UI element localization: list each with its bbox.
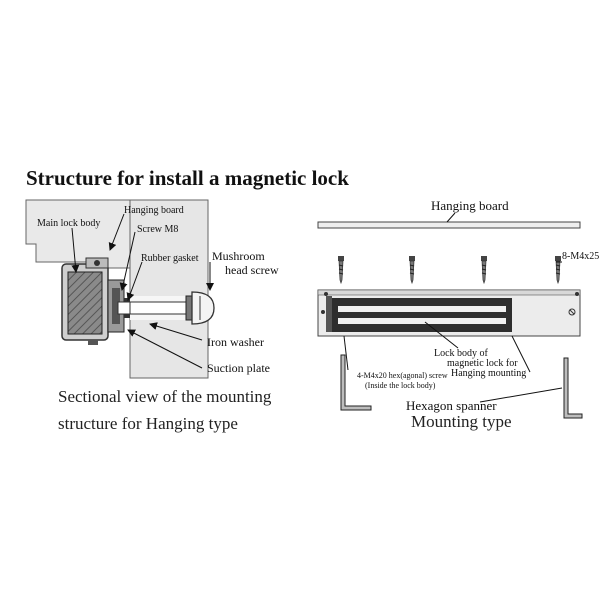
caption-line2: structure for Hanging type — [58, 414, 238, 433]
label-hex-screw-line1: 4-M4x20 hex(agonal) screw — [357, 371, 448, 380]
label-lock-body-line3: Hanging mounting — [451, 368, 526, 379]
mushroom-head-screw-shape — [191, 291, 215, 325]
screw-icon — [481, 256, 487, 285]
label-lock-body-line2: magnetic lock for — [447, 358, 518, 369]
hexagon-spanner-icon — [563, 357, 583, 419]
label-hex-spanner: Hexagon spanner — [406, 398, 497, 413]
label-hanging-board-right: Hanging board — [431, 198, 509, 213]
sectional-view-caption: Sectional view of the mounting structure… — [58, 383, 318, 437]
label-screw-m8: Screw M8 — [137, 224, 178, 235]
sectional-view-diagram: Main lock body Hanging board Screw M8 Ru… — [25, 199, 279, 379]
mounting-type-diagram: Hanging board 8-M4x25 — [317, 198, 599, 419]
door-frame — [129, 199, 209, 379]
hanging-board-shape — [25, 199, 131, 269]
label-iron-washer: Iron washer — [207, 335, 264, 349]
label-hex-screw-line2: (Inside the lock body) — [365, 381, 436, 390]
page-title: Structure for install a magnetic lock — [26, 166, 349, 190]
label-screws-8: 8-M4x25 — [562, 251, 599, 262]
label-suction-plate: Suction plate — [207, 361, 270, 375]
hexagon-spanner-icon — [340, 354, 372, 411]
mounting-type-caption: Mounting type — [411, 412, 512, 431]
label-mushroom-line1: Mushroom — [212, 249, 265, 263]
screw-icon — [409, 256, 415, 285]
screw-icon — [555, 256, 561, 285]
label-rubber-gasket: Rubber gasket — [141, 253, 199, 264]
label-mushroom-line2: head screw — [225, 263, 279, 277]
label-hanging-board-left: Hanging board — [124, 205, 184, 216]
screw-m8-shape — [117, 301, 195, 315]
caption-line1: Sectional view of the mounting — [58, 387, 272, 406]
hanging-board-bar — [317, 221, 581, 229]
screw-icon — [338, 256, 344, 285]
label-lock-body-line1: Lock body of — [434, 348, 489, 359]
label-main-lock-body: Main lock body — [37, 218, 100, 229]
